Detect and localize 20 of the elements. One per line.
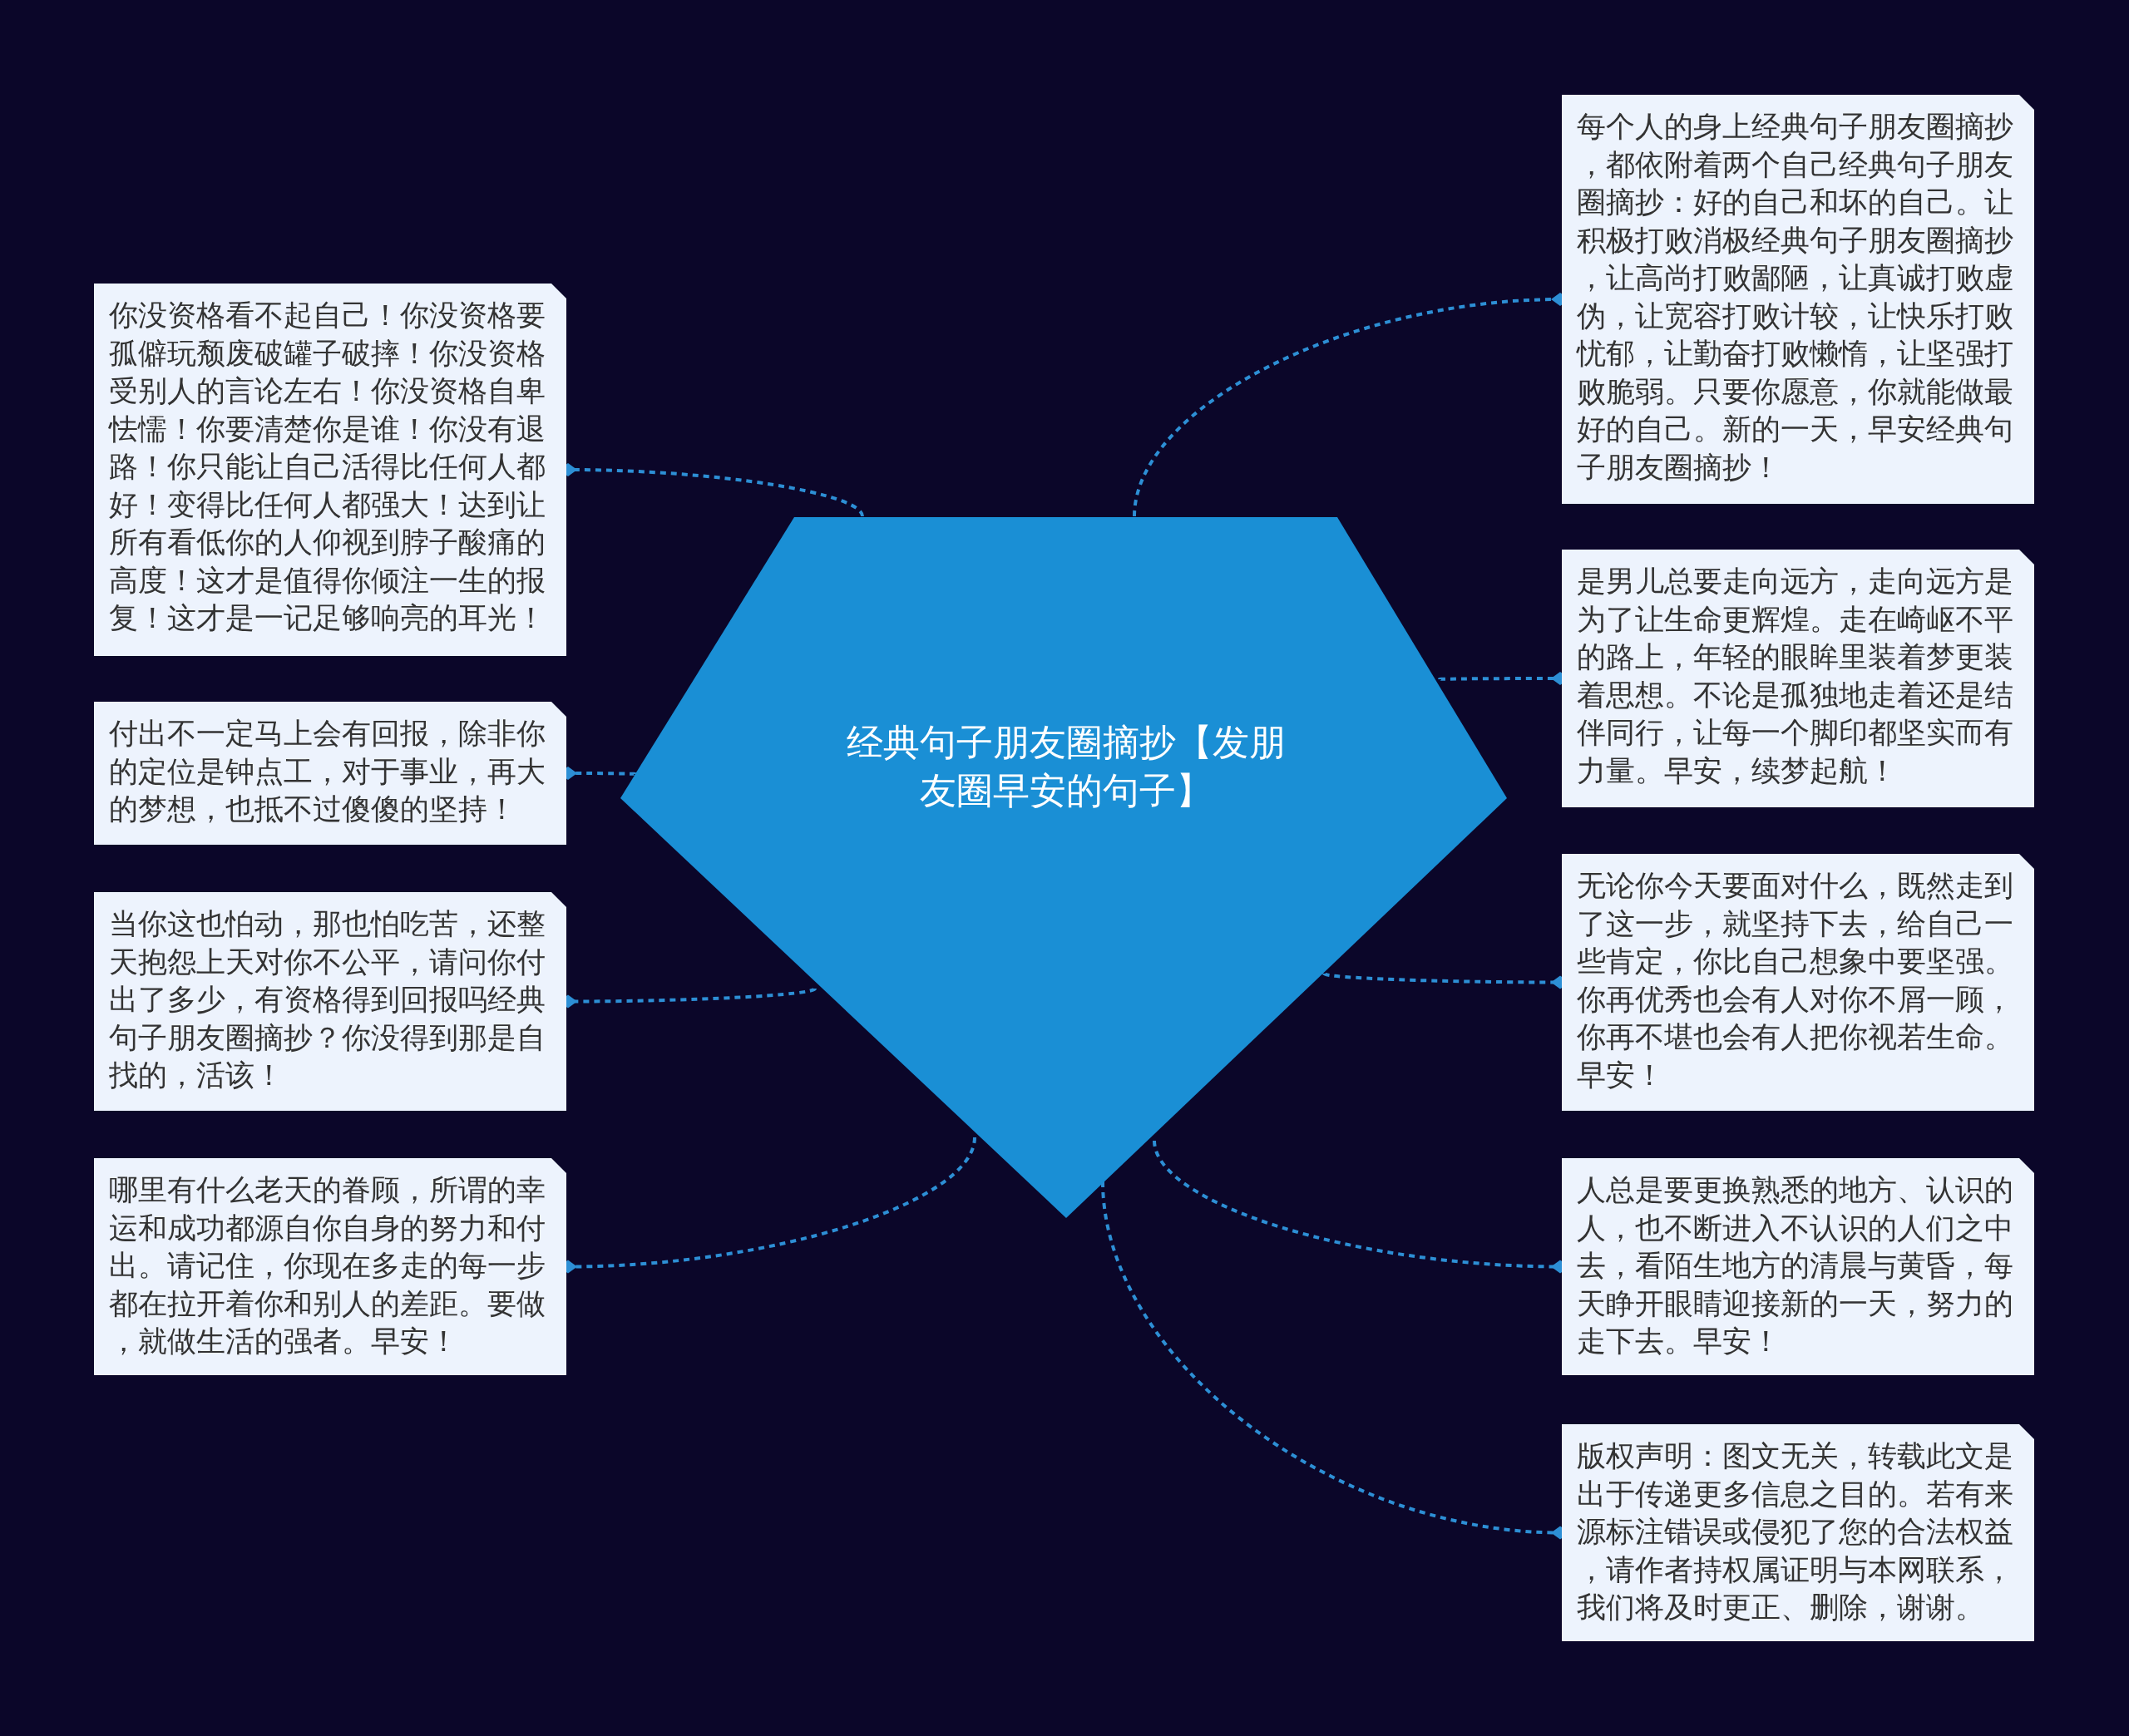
quote-text: 无论你今天要面对什么，既然走到了这一步，就坚持下去，给自己一些肯定，你比自己想象中要坚强。你再优秀也会有人对你不屑一顾，你再不堪也会有人把你视若生命。早安！ <box>1577 869 2014 1092</box>
quote-card <box>1562 95 2034 504</box>
quote-card <box>94 892 566 1111</box>
quote-text: 哪里有什么老天的眷顾，所谓的幸运和成功都源自你自身的努力和付出。请记住，你现在多走的每一步都在拉开着你和别人的差距。要做，就做生活的强者。早安！ <box>109 1173 546 1359</box>
topic-shape <box>620 517 1507 1218</box>
quote-card <box>94 1158 566 1375</box>
quote-card <box>1562 1158 2034 1375</box>
quote-text: 付出不一定马上会有回报，除非你的定位是钟点工，对于事业，再大的梦想，也抵不过傻傻的坚持！ <box>109 717 546 826</box>
quote-card <box>1562 854 2034 1111</box>
quote-card <box>94 284 566 656</box>
quote-card <box>94 702 566 845</box>
topic-text: 经典句子朋友圈摘抄【发朋友圈早安的句子】 <box>846 721 1287 812</box>
quote-text: 当你这也怕动，那也怕吃苦，还整天抱怨上天对你不公平，请问你付出了多少，有资格得到回报吗经典句子朋友圈摘抄？你没得到那是自找的，活该！ <box>109 907 546 1092</box>
quote-text: 每个人的身上经典句子朋友圈摘抄，都依附着两个自己经典句子朋友圈摘抄：好的自己和坏的自己。让积极打败消极经典句子朋友圈摘抄，让高尚打败鄙陋，让真诚打败虚伪，让宽容打败计较，让快乐打败忧郁，让勤奋打败懒惰，让坚强打败脆弱。只要你愿意，你就能做最好的自己。新的一天，早安经典句子朋友圈摘抄！ <box>1577 110 2014 485</box>
quote-text: 你没资格看不起自己！你没资格要孤僻玩颓废破罐子破摔！你没资格受别人的言论左右！你没资格自卑怯懦！你要清楚你是谁！你没有退路！你只能让自己活得比任何人都好！变得比任何人都强大！达到让所有看低你的人仰视到脖子酸痛的高度！这才是值得你倾注一生的报复！这才是一记足够响亮的耳光！ <box>109 298 546 635</box>
quote-text: 版权声明：图文无关，转载此文是出于传递更多信息之目的。若有来源标注错误或侵犯了您的合法权益，请作者持权属证明与本网联系，我们将及时更正、删除，谢谢。 <box>1577 1439 2014 1625</box>
quote-text: 人总是要更换熟悉的地方、认识的人，也不断进入不认识的人们之中去，看陌生地方的清晨与黄昏，每天睁开眼睛迎接新的一天，努力的走下去。早安！ <box>1577 1173 2014 1359</box>
quote-card <box>1562 1424 2034 1641</box>
quote-text: 是男儿总要走向远方，走向远方是为了让生命更辉煌。走在崎岖不平的路上，年轻的眼眸里装着梦更装着思想。不论是孤独地走着还是结伴同行，让每一个脚印都坚实而有力量。早安，续梦起航！ <box>1577 565 2014 788</box>
quote-card <box>1562 550 2034 807</box>
